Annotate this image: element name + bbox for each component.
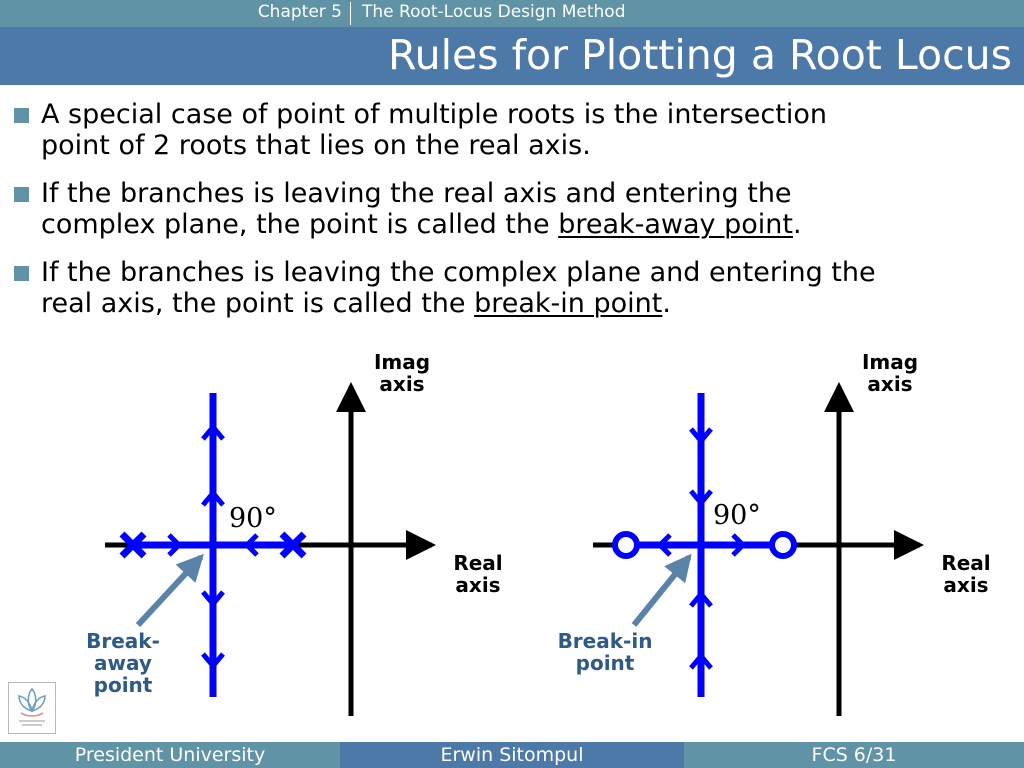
- imag-axis-label: Imag axis: [362, 351, 442, 395]
- label-line: point: [575, 651, 635, 675]
- lotus-logo-icon: [18, 687, 46, 726]
- arrow-up-icon: [201, 489, 225, 507]
- bullet-square-icon: [14, 187, 29, 202]
- breakaway-point-label: Break- away point: [68, 630, 178, 696]
- label-line: Imag: [861, 350, 919, 374]
- label-line: Imag: [373, 350, 431, 374]
- footer-author: Erwin Sitompul: [340, 742, 684, 768]
- breakaway-pointer: [135, 553, 204, 628]
- footer-bar: President University Erwin Sitompul FCS …: [0, 742, 1024, 768]
- arrow-up-icon: [201, 423, 225, 441]
- bullet-line: point of 2 roots that lies on the real a…: [41, 130, 591, 161]
- label-line: Break-: [86, 629, 160, 653]
- real-axis-label: Real axis: [926, 552, 1006, 596]
- label-line: axis: [867, 372, 913, 396]
- subject-label: The Root-Locus Design Method: [362, 2, 626, 22]
- bullet-square-icon: [14, 266, 29, 281]
- bullet-line: real axis, the point is called the break…: [41, 288, 1019, 319]
- pole-x-icon: [119, 531, 147, 559]
- bullet-text: .: [792, 209, 802, 240]
- arrow-down-icon: [689, 489, 713, 507]
- bullet-text: complex plane, the point is called the: [41, 209, 559, 240]
- break-away-term: break-away point: [558, 209, 793, 240]
- bullet-item: A special case of point of multiple root…: [14, 99, 1019, 161]
- bullet-line: complex plane, the point is called the b…: [41, 209, 1019, 240]
- label-line: Break-in: [557, 629, 653, 653]
- title-bar: Rules for Plotting a Root Locus: [0, 27, 1024, 85]
- break-in-term: break-in point: [474, 288, 663, 319]
- bullet-item: If the branches is leaving the complex p…: [14, 257, 1019, 319]
- label-line: Real: [453, 551, 503, 575]
- imag-axis-label: Imag axis: [850, 351, 930, 395]
- arrow-right-icon: [731, 533, 747, 557]
- breakaway-diagram: [105, 381, 437, 716]
- bullet-list: A special case of point of multiple root…: [14, 99, 1019, 336]
- zero-o-icon: [612, 531, 640, 559]
- real-axis-label: Real axis: [438, 552, 518, 596]
- breakin-diagram: [593, 381, 925, 716]
- bullet-line: If the branches is leaving the real axis…: [41, 178, 792, 209]
- label-line: axis: [455, 573, 501, 597]
- label-line: axis: [943, 573, 989, 597]
- arrow-up-icon: [689, 590, 713, 608]
- breakin-point-label: Break-in point: [540, 630, 670, 674]
- header-divider: [350, 2, 351, 25]
- university-logo: [8, 682, 56, 734]
- label-line: away: [94, 651, 152, 675]
- breakin-pointer: [631, 553, 692, 627]
- zero-o-icon: [769, 531, 797, 559]
- header-bar: Chapter 5 The Root-Locus Design Method: [0, 0, 1024, 27]
- bullet-square-icon: [14, 108, 29, 123]
- bullet-line: If the branches is leaving the complex p…: [41, 257, 876, 288]
- bullet-text: real axis, the point is called the: [41, 288, 475, 319]
- arrow-left-icon: [656, 533, 672, 557]
- footer-page: FCS 6/31: [684, 742, 1024, 768]
- arrow-down-icon: [201, 590, 225, 608]
- bullet-item: If the branches is leaving the real axis…: [14, 178, 1019, 240]
- label-line: Real: [941, 551, 991, 575]
- label-line: point: [93, 673, 153, 697]
- arrow-right-icon: [167, 533, 183, 557]
- angle-label: 90°: [713, 500, 761, 531]
- arrow-down-icon: [689, 427, 713, 445]
- footer-institution: President University: [0, 742, 340, 768]
- bullet-line: A special case of point of multiple root…: [41, 99, 827, 130]
- pole-x-icon: [279, 531, 307, 559]
- arrow-down-icon: [201, 652, 225, 670]
- arrow-left-icon: [243, 533, 259, 557]
- arrow-up-icon: [689, 652, 713, 670]
- label-line: axis: [379, 372, 425, 396]
- bullet-text: .: [662, 288, 671, 319]
- angle-label: 90°: [229, 503, 277, 534]
- slide-title: Rules for Plotting a Root Locus: [387, 31, 1012, 79]
- chapter-label: Chapter 5: [257, 2, 342, 22]
